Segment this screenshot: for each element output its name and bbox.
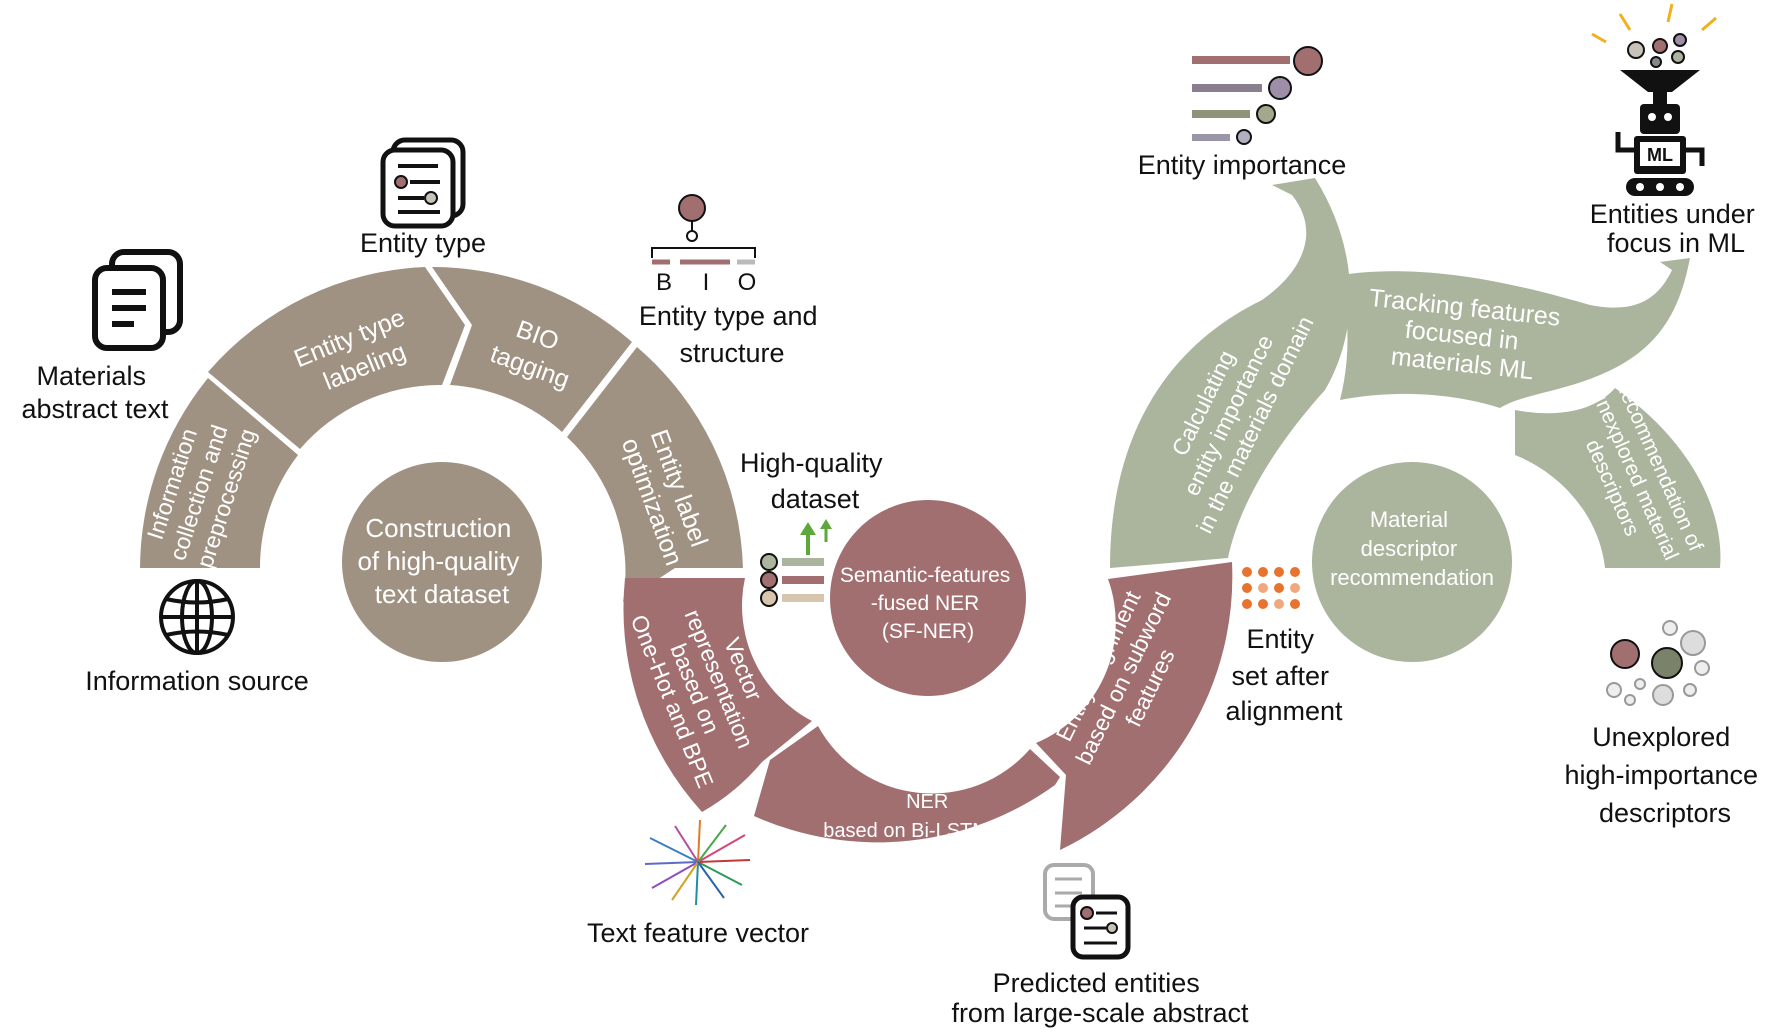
bio-letter-o: O [738, 269, 757, 296]
arc-descriptor-recommendation [1110, 178, 1721, 662]
label-unexplored: Unexplored high-importance descriptors [1564, 722, 1765, 828]
segment-calc-importance [1110, 178, 1351, 568]
label-ml-focus: Entities under focus in ML [1590, 199, 1763, 258]
segment-ner-bilstm [754, 726, 1060, 843]
segment-label-ner-bilstm: NER based on Bi-LSTM-CRF [823, 791, 1036, 842]
label-materials-text: Materials abstract text [21, 361, 169, 424]
arc-dataset-construction [140, 266, 743, 662]
vector-burst-icon [644, 819, 751, 906]
segment-tracking-features [1340, 258, 1690, 408]
entity-cards-icon [1043, 863, 1131, 960]
dot-grid-icon [1242, 567, 1300, 609]
segment-bio-tagging [432, 266, 632, 432]
segment-label-optimization [567, 347, 743, 602]
label-predicted-entities: Predicted entities from large-scale abst… [951, 968, 1249, 1028]
label-entity-structure: Entity type and structure [639, 301, 825, 368]
segment-info-collection [140, 378, 298, 568]
bubbles-icon [1606, 620, 1710, 706]
label-entity-type: Entity type [360, 228, 486, 258]
label-text-vector: Text feature vector [587, 918, 809, 948]
importance-bars-icon [1192, 46, 1323, 145]
dataset-bars-icon [760, 519, 832, 607]
center-descriptor-rec [1312, 462, 1512, 662]
label-entity-importance: Entity importance [1138, 150, 1347, 180]
bio-letter-i: I [703, 269, 710, 296]
label-info-source: Information source [85, 666, 309, 696]
label-hq-dataset: High-quality dataset [740, 448, 890, 514]
center-label-sf-ner: Semantic-features -fused NER (SF-NER) [840, 564, 1016, 643]
center-construction [342, 462, 542, 662]
bio-letter-b: B [656, 269, 672, 296]
ml-badge: ML [1647, 145, 1673, 165]
segment-entity-alignment [1036, 562, 1233, 850]
documents-icon [92, 249, 183, 351]
globe-icon [159, 579, 235, 655]
segment-vector-representation [623, 578, 812, 812]
center-label-descriptor-rec: Material descriptor recommendation [1330, 507, 1494, 590]
segment-entity-type-labeling [208, 267, 465, 449]
bio-tree-icon: B I O [651, 194, 757, 296]
label-entity-set: Entity set after alignment [1225, 624, 1343, 726]
entity-card-icon [380, 137, 466, 229]
segment-recommendation [1515, 388, 1721, 568]
center-label-construction: Construction of high-quality text datase… [357, 513, 526, 609]
ml-robot-icon: ML [1591, 3, 1717, 196]
arc-sf-ner [623, 500, 1233, 850]
center-sf-ner [830, 500, 1026, 696]
